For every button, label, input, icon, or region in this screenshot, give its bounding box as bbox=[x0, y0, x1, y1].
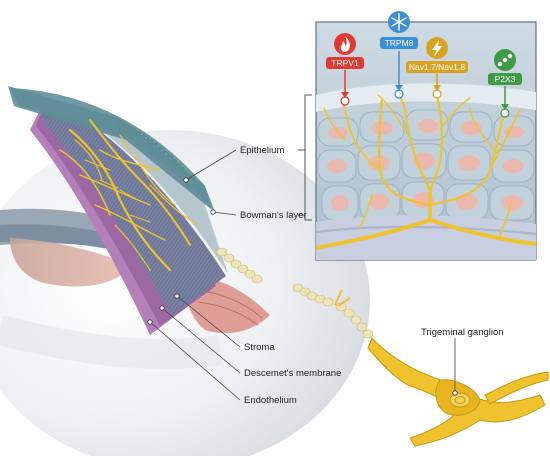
snowflake-icon bbox=[391, 13, 407, 31]
channel-label: TRPM8 bbox=[385, 38, 414, 48]
flame-icon bbox=[340, 36, 350, 52]
channel-trpm8: TRPM8 bbox=[380, 11, 418, 91]
channel-nav17-nav18: Nav1.7/Nav1.8 bbox=[406, 37, 468, 91]
corneal-nerve-plexus bbox=[59, 119, 199, 272]
inset-bracket bbox=[298, 94, 312, 221]
lightning-icon bbox=[432, 40, 442, 57]
label-stroma: Stroma bbox=[244, 342, 275, 353]
label-epithelium: Epithelium bbox=[240, 145, 284, 156]
channel-label: Nav1.7/Nav1.8 bbox=[409, 62, 465, 72]
channel-p2x3: P2X3 bbox=[488, 49, 522, 110]
channel-label: P2X3 bbox=[495, 74, 516, 84]
label-trigeminal-ganglion: Trigeminal ganglion bbox=[421, 327, 504, 338]
channel-label: TRPV1 bbox=[331, 58, 359, 68]
leader-lines bbox=[149, 149, 456, 401]
channel-trpv1: TRPV1 bbox=[326, 33, 364, 98]
label-endothelium: Endothelium bbox=[244, 395, 297, 406]
ciliary-nerve bbox=[216, 247, 374, 339]
label-descemets-membrane: Descemet's membrane bbox=[244, 368, 341, 379]
trigeminal-ganglion bbox=[367, 337, 549, 447]
leader-dots bbox=[147, 177, 458, 396]
label-bowmans-layer: Bowman's layer bbox=[240, 210, 307, 221]
atp-icon bbox=[497, 53, 513, 67]
